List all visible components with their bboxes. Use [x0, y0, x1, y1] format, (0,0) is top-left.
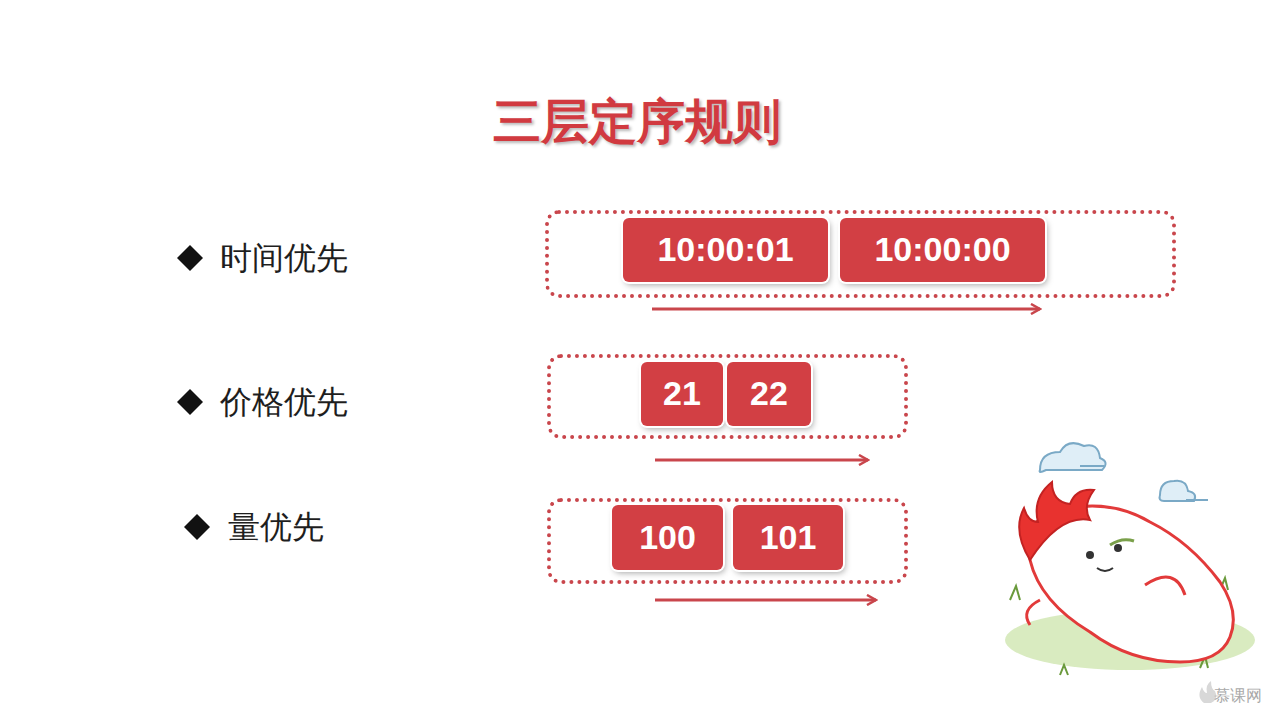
order-box: 10:00:01 [623, 218, 828, 282]
order-box: 21 [641, 362, 723, 426]
order-box: 10:00:00 [840, 218, 1045, 282]
order-value: 100 [639, 519, 696, 556]
cloud [1040, 443, 1196, 501]
row-heading: 价格优先 [220, 383, 348, 421]
watermark: 慕课网 [1214, 686, 1262, 707]
bullet-diamond [184, 514, 210, 540]
order-value: 22 [750, 375, 788, 412]
mascot [1019, 482, 1233, 662]
order-value: 21 [663, 375, 701, 412]
row-heading: 量优先 [228, 508, 324, 546]
direction-arrow [652, 308, 1040, 311]
group-frame: 价格优先2122 [547, 354, 908, 439]
logo-flame [1199, 681, 1216, 703]
order-box: 100 [612, 505, 723, 570]
row-heading: 时间优先 [220, 239, 348, 277]
order-value: 10:00:01 [657, 231, 793, 268]
order-value: 10:00:00 [874, 231, 1010, 268]
bullet-diamond [177, 245, 203, 271]
order-box: 101 [733, 505, 843, 570]
order-box: 22 [727, 362, 811, 426]
group-frame: 量优先100101 [547, 498, 908, 584]
direction-arrow [655, 459, 868, 462]
diagram-title: 三层定序规则 [0, 90, 1273, 154]
group-frame: 时间优先10:00:0110:00:00 [545, 210, 1176, 298]
direction-arrow [655, 599, 876, 602]
order-value: 101 [760, 519, 817, 556]
bullet-diamond [177, 389, 203, 415]
